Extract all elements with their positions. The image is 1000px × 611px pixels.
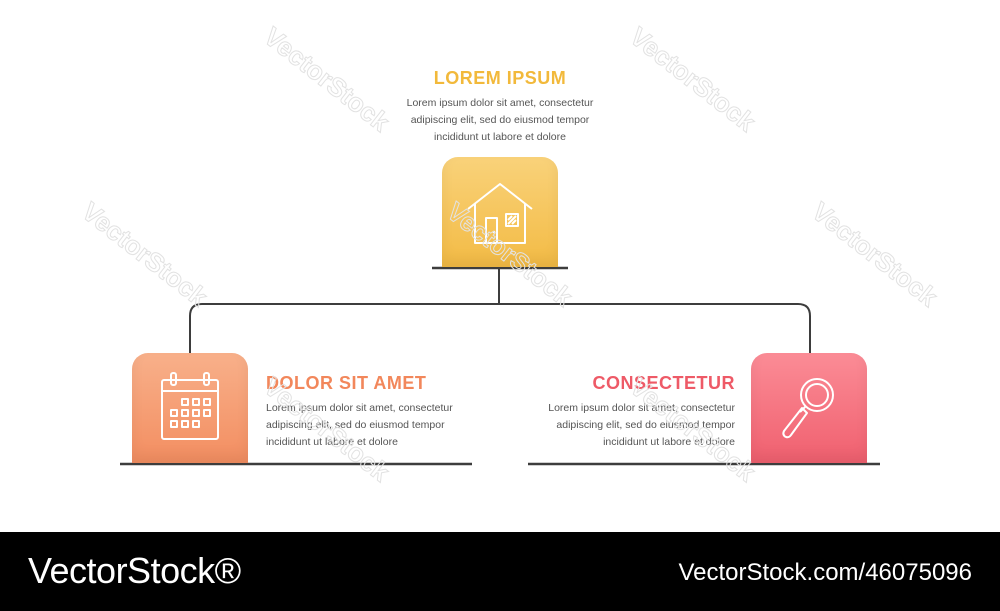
branch-line — [189, 303, 811, 353]
house-icon — [467, 183, 533, 244]
top-node-description: Lorem ipsum dolor sit amet, consectetur … — [380, 95, 620, 146]
magnifier-icon — [782, 378, 834, 439]
top-node-tile — [442, 157, 558, 267]
footer-brand-logo: VectorStock® — [28, 550, 241, 591]
top-desc-line: Lorem ipsum dolor sit amet, consectetur — [406, 97, 594, 109]
right-desc-line: incididunt ut labore et dolore — [603, 436, 735, 448]
top-node-title: LOREM IPSUM — [433, 68, 567, 88]
top-desc-line: adipiscing elit, sed do eiusmod tempor — [410, 114, 590, 126]
left-desc-line: adipiscing elit, sed do eiusmod tempor — [266, 419, 445, 431]
calendar-icon — [161, 372, 219, 440]
left-desc-line: incididunt ut labore et dolore — [266, 436, 398, 448]
left-node-tile — [132, 353, 248, 463]
top-desc-line: incididunt ut labore et dolore — [434, 131, 566, 143]
footer-image-url: VectorStock.com/46075096 — [678, 559, 972, 586]
footer-bar: VectorStock® VectorStock.com/46075096 — [0, 532, 1000, 611]
infographic-canvas: LOREM IPSUM Lorem ipsum dolor sit amet, … — [75, 20, 945, 489]
left-desc-line: Lorem ipsum dolor sit amet, consectetur — [266, 402, 453, 414]
right-node-description: Lorem ipsum dolor sit amet, consectetur … — [495, 400, 735, 451]
right-desc-line: adipiscing elit, sed do eiusmod tempor — [556, 419, 735, 431]
left-node-title: DOLOR SIT AMET — [266, 373, 427, 393]
right-node-title: CONSECTETUR — [592, 373, 735, 393]
connector-lines — [120, 266, 880, 466]
left-node-description: Lorem ipsum dolor sit amet, consectetur … — [266, 400, 453, 451]
right-desc-line: Lorem ipsum dolor sit amet, consectetur — [548, 402, 735, 414]
right-node-tile — [751, 353, 867, 463]
